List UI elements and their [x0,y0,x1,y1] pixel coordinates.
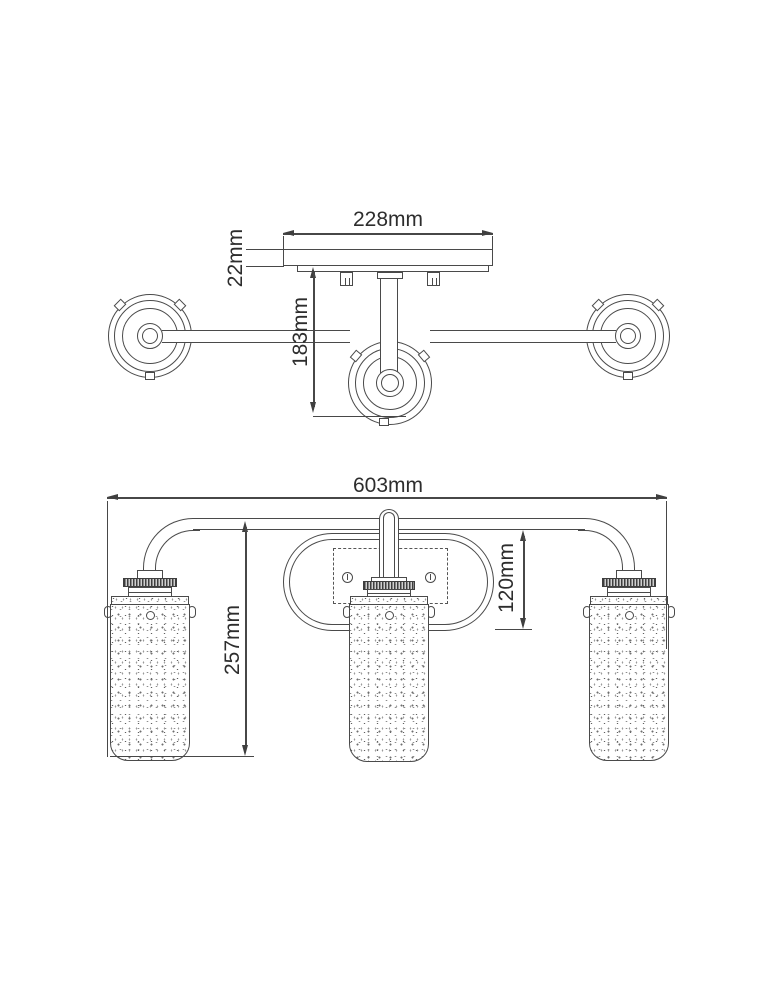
dimension-line-backplate-height [523,536,525,621]
glass-shade-center [349,604,429,762]
arrowhead-down [242,745,248,756]
mounting-hook-left [340,272,353,286]
arrowhead-left [107,494,118,501]
arrowhead-up [309,267,316,278]
arrowhead-down [310,402,316,413]
dim-label-overall-width: 603mm [352,474,424,497]
arrowhead-right [482,230,493,237]
dimension-line-overall-width [107,497,667,499]
canopy-plate [283,249,493,266]
canopy-flange [297,265,489,272]
stem-front [379,509,399,577]
cup-line [129,592,171,593]
screw-left [342,572,353,583]
extension-line [495,629,532,631]
clip-tab [145,372,155,380]
crossbar-top-left [162,330,350,343]
shade-hole [625,611,634,620]
arrowhead-down [520,618,526,629]
extension-line [246,249,284,251]
hub-center-inner [381,374,399,392]
dim-label-overall-height: 257mm [221,604,244,676]
clip-tab [379,418,389,426]
extension-line [313,416,406,418]
shade-hole [385,611,394,620]
extension-line [107,501,109,757]
glass-shade-right [589,604,669,761]
mounting-hook-right [427,272,440,286]
arrowhead-right [656,494,667,501]
screw-slot [346,574,348,580]
screw-slot [429,574,431,580]
extension-line [283,236,285,249]
dim-label-projection: 183mm [289,296,312,368]
hub-left-inner [142,328,158,344]
knurled-ring-left [123,578,177,587]
hook-slot [431,278,437,285]
dim-label-canopy-depth: 22mm [224,228,247,288]
dim-label-backplate-height: 120mm [495,542,518,614]
extension-line [492,236,494,249]
screw-right [425,572,436,583]
arrowhead-up [519,530,526,541]
cup-line [368,593,410,594]
hub-right-inner [620,328,636,344]
shade-hole [146,611,155,620]
stem-inner-wall [383,512,395,577]
extension-line [666,501,668,649]
arrowhead-up [241,521,248,532]
dimension-line-projection [313,272,315,407]
dim-label-canopy-width: 228mm [352,208,424,231]
dimension-line-canopy-width [283,233,493,235]
crossbar-top-right [430,330,616,343]
knurled-ring-right [602,578,656,587]
cup-line [608,592,650,593]
clip-tab [623,372,633,380]
extension-line [110,756,254,758]
stem-flare [377,272,403,279]
extension-line [246,266,284,268]
dimension-line-overall-height [245,527,247,747]
stem-top-view [380,272,398,384]
hook-slot [344,278,350,285]
arrowhead-left [283,230,294,237]
glass-shade-left [110,604,190,761]
